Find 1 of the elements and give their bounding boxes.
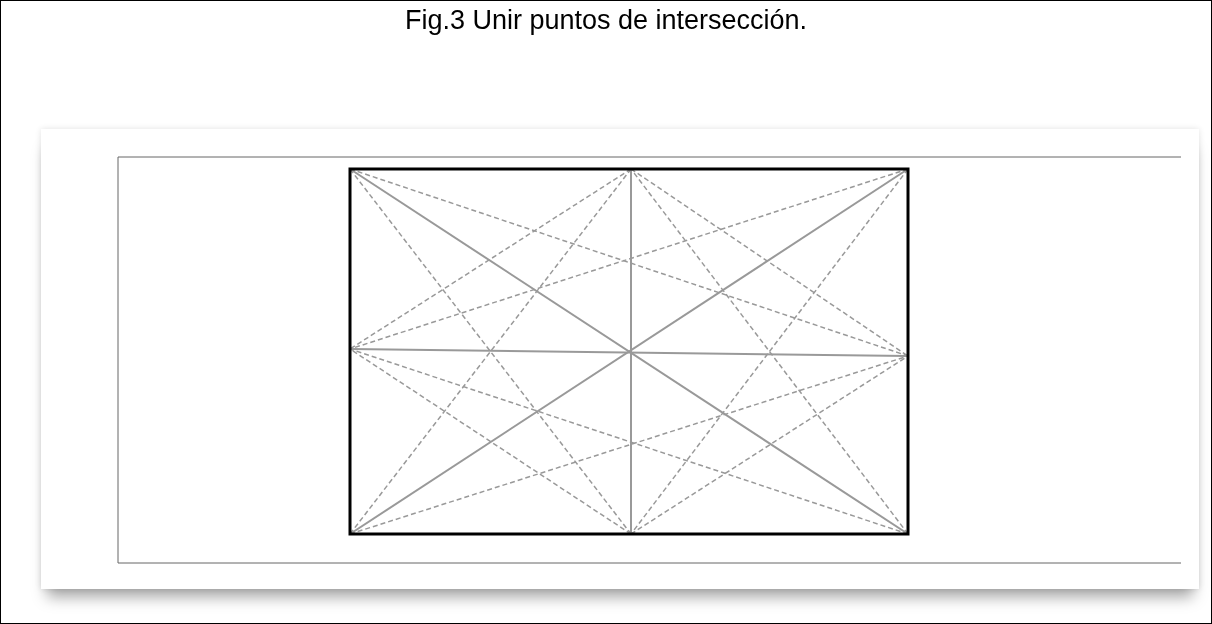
figure-title: Fig.3 Unir puntos de intersección.	[403, 5, 809, 36]
